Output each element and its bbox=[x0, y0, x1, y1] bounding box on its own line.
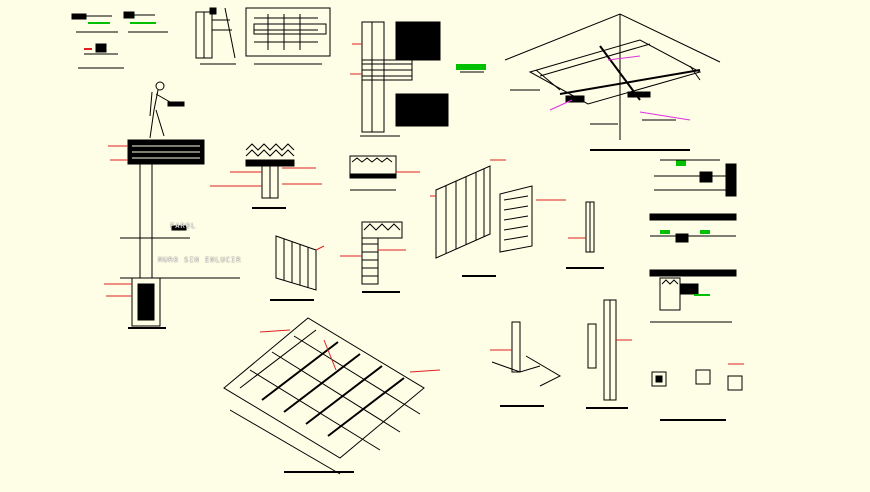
wall-panel-isometric bbox=[430, 159, 566, 277]
ceiling-corner-isometric bbox=[504, 13, 721, 151]
person-scale-figure bbox=[149, 81, 171, 139]
beam-cross-section bbox=[349, 155, 420, 191]
stud-frame-small bbox=[270, 235, 325, 301]
ceiling-grid-isometric bbox=[223, 317, 441, 475]
stud-track-detail bbox=[490, 321, 562, 407]
wall-layers-section bbox=[350, 21, 449, 137]
connector-details-bottom-right bbox=[651, 363, 744, 421]
insulated-column-section bbox=[340, 221, 406, 293]
column-footing-section bbox=[104, 101, 240, 329]
wall-section-detail-top bbox=[195, 7, 236, 65]
right-detail-column bbox=[649, 159, 737, 323]
small-label: FAROL bbox=[170, 222, 197, 230]
tall-post-detail bbox=[586, 299, 632, 409]
panel-elevation-detail bbox=[245, 7, 331, 65]
vertical-channel-detail bbox=[566, 201, 604, 269]
section-marker-symbol bbox=[456, 64, 486, 73]
legend-details-top-left bbox=[71, 11, 168, 69]
wall-label: MURO SIN ENLUCIR bbox=[158, 256, 242, 264]
insulation-head-detail bbox=[210, 143, 322, 209]
